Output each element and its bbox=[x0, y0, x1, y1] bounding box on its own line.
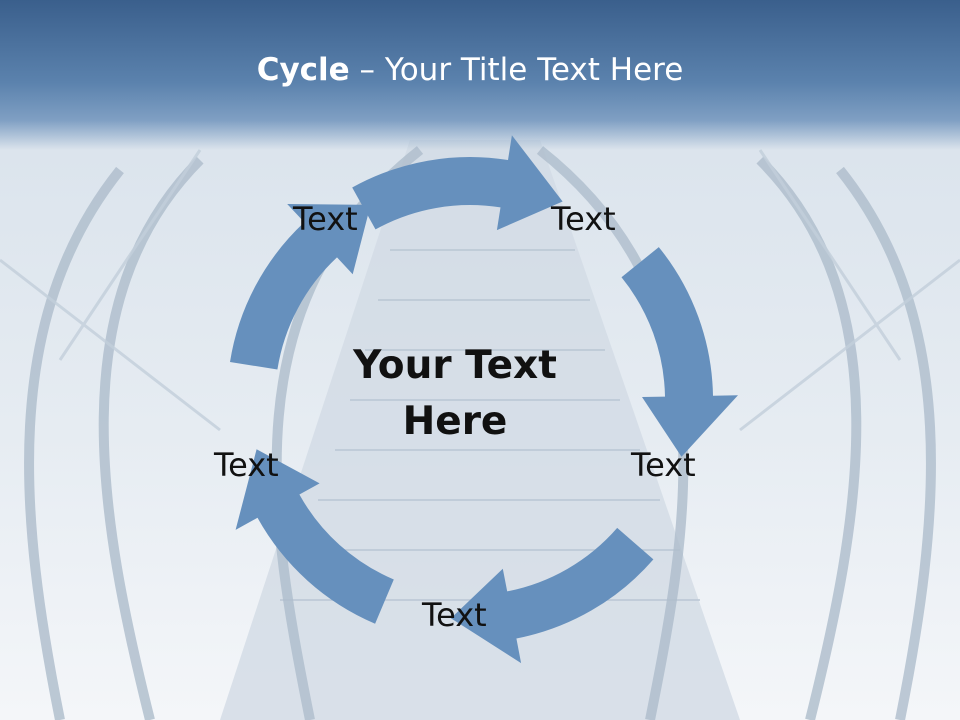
slide-title: Cycle – Your Title Text Here bbox=[0, 52, 940, 88]
center-text-line-1: Your Text bbox=[353, 343, 557, 388]
slide-title-rest: – Your Title Text Here bbox=[349, 52, 684, 88]
cycle-arrow-3 bbox=[450, 527, 654, 664]
slide-title-bold: Cycle bbox=[256, 52, 350, 88]
cycle-arrow-1 bbox=[352, 135, 563, 231]
cycle-arrow-5 bbox=[230, 204, 371, 370]
cycle-node-label-1: Text bbox=[293, 200, 358, 238]
cycle-node-label-2: Text bbox=[551, 200, 616, 238]
cycle-arrow-2 bbox=[621, 247, 738, 457]
cycle-node-label-5: Text bbox=[214, 446, 279, 484]
center-text-line-2: Here bbox=[402, 399, 508, 444]
cycle-node-label-4: Text bbox=[422, 596, 487, 634]
cycle-node-label-3: Text bbox=[631, 446, 696, 484]
title-bar: Cycle – Your Title Text Here bbox=[0, 0, 960, 150]
cycle-arrow-4 bbox=[235, 449, 394, 624]
center-text: Your Text Here bbox=[330, 338, 580, 450]
